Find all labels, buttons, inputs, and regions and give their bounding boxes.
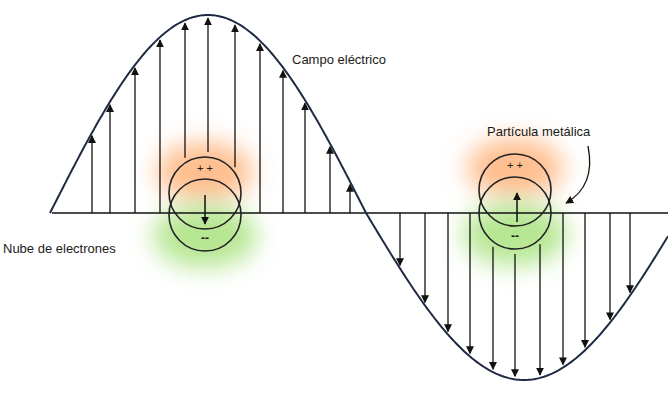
- field-arrow: [539, 244, 540, 375]
- charge-sign: + +: [507, 159, 523, 172]
- field-arrow: [609, 213, 610, 320]
- field-arrow: [492, 247, 493, 369]
- field-arrow: [424, 213, 425, 302]
- particle-label: Partícula metálica: [487, 124, 590, 140]
- circle-outline: [169, 179, 241, 251]
- field-arrow: [399, 213, 400, 265]
- circle-shape: + +: [168, 156, 242, 230]
- field-arrow: [184, 23, 185, 158]
- cloud-label: Nube de electrones: [3, 241, 116, 257]
- field-arrow: [469, 213, 470, 354]
- field-arrow: [349, 185, 350, 213]
- circle-shape: + +: [478, 153, 552, 227]
- electron-sign: --: [201, 232, 209, 245]
- circle-shape: --: [168, 178, 242, 252]
- field-arrow: [159, 40, 160, 213]
- axis-line: [52, 212, 668, 214]
- circle-outline: [479, 154, 551, 226]
- leader-arrow: [566, 146, 590, 203]
- field-arrow: [562, 213, 563, 365]
- field-arrow: [447, 213, 448, 332]
- glow-halo: [467, 138, 563, 198]
- field-arrow: [329, 147, 330, 213]
- sine-wave: [50, 15, 668, 380]
- field-arrow: [304, 103, 305, 213]
- electron-sign: --: [511, 230, 519, 243]
- circle-outline: [169, 157, 241, 229]
- field-arrow: [91, 136, 92, 213]
- displacement-arrow: [516, 193, 518, 222]
- field-arrow: [629, 213, 630, 293]
- displacement-arrow: [204, 195, 206, 224]
- field-arrow: [234, 25, 235, 167]
- field-label: Campo eléctrico: [292, 52, 386, 68]
- field-arrow: [584, 213, 585, 347]
- field-arrow: [259, 44, 260, 213]
- glow-halo: [157, 142, 253, 202]
- field-arrow: [282, 71, 283, 213]
- field-arrow: [109, 105, 110, 213]
- field-arrow: [134, 68, 135, 213]
- field-arrow: [514, 254, 515, 376]
- field-arrow: [207, 18, 208, 152]
- circle-outline: [479, 177, 551, 249]
- circle-shape: --: [478, 176, 552, 250]
- charge-sign: + +: [197, 162, 213, 175]
